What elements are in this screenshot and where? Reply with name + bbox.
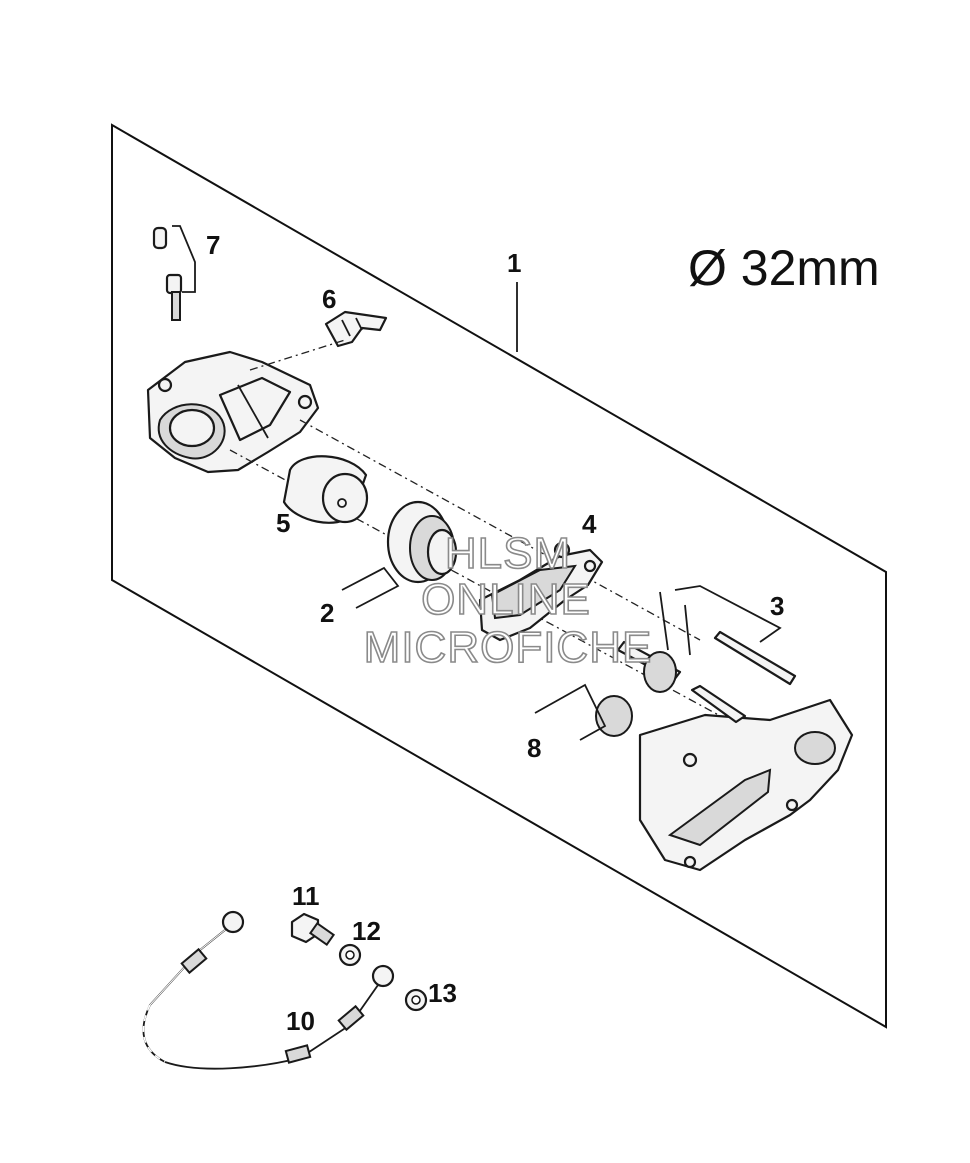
- part-8-slide-pin-boots: [534, 640, 682, 741]
- watermark-line-3: MICROFICHE: [364, 623, 653, 672]
- callout-13: 13: [428, 978, 457, 1008]
- callout-12: 12: [352, 916, 381, 946]
- part-11-banjo-bolt: [290, 912, 336, 947]
- callout-3: 3: [770, 591, 784, 621]
- part-3-pins: [659, 585, 797, 686]
- callout-4: 4: [582, 509, 597, 539]
- caliper-bracket: [638, 684, 854, 872]
- callout-11: 11: [292, 881, 320, 911]
- caliper-body: [146, 350, 320, 474]
- callout-10: 10: [286, 1006, 315, 1036]
- part-5-piston: [282, 455, 369, 524]
- part-10-brake-hose: [142, 910, 395, 1070]
- callout-7: 7: [206, 230, 220, 260]
- diameter-label: Ø 32mm: [688, 240, 880, 296]
- part-13-washer: [404, 988, 428, 1012]
- assembly-panel: [111, 123, 887, 1029]
- callout-6: 6: [322, 284, 336, 314]
- callout-8: 8: [527, 733, 541, 763]
- watermark: HLSM ONLINE MICROFICHE: [363, 528, 653, 673]
- watermark-line-1: HLSM: [445, 529, 571, 578]
- part-6-pad-spring: [324, 310, 388, 348]
- callout-1: 1: [507, 248, 521, 278]
- part-12-washer: [338, 943, 362, 967]
- part-7-bleeder-screws: [152, 225, 196, 321]
- callout-5: 5: [276, 508, 290, 538]
- watermark-line-2: ONLINE: [421, 575, 591, 624]
- part-2-seals: [341, 500, 458, 609]
- part-4-brake-pads: [478, 541, 604, 642]
- callout-2: 2: [320, 598, 334, 628]
